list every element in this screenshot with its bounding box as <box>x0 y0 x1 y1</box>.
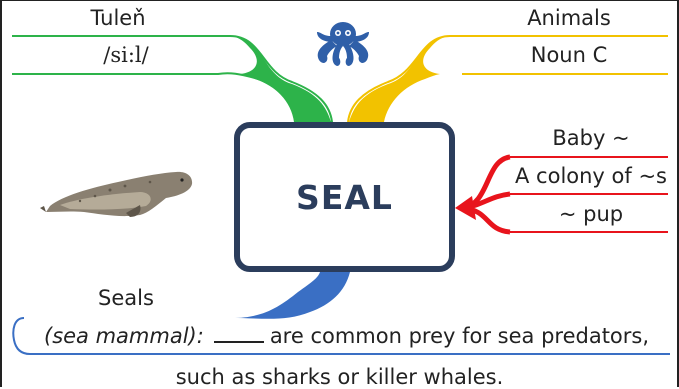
collocation-3: ~ pup <box>559 204 623 225</box>
example-word: Seals <box>98 288 154 309</box>
center-node: SEAL <box>234 122 455 272</box>
seal-image <box>40 172 192 217</box>
pronunciation: /si:l/ <box>103 45 148 66</box>
example-blank <box>214 327 264 343</box>
example-hint: (sea mammal): <box>44 324 204 348</box>
branch-green <box>12 36 332 122</box>
branch-yellow <box>348 36 668 122</box>
collocation-2: A colony of ~s <box>515 166 667 187</box>
example-sentence-line-2: such as sharks or killer whales. <box>0 365 679 389</box>
topic-label: Animals <box>527 8 611 29</box>
example-sentence-line-1: (sea mammal): are common prey for sea pre… <box>44 324 649 348</box>
example-text: are common prey for sea predators, <box>270 324 649 348</box>
octopus-icon <box>317 22 369 66</box>
grammar-label: Noun C <box>531 45 608 66</box>
center-title: SEAL <box>296 178 393 217</box>
collocation-1: Baby ~ <box>552 128 629 149</box>
translation-word: Tuleň <box>90 8 145 29</box>
